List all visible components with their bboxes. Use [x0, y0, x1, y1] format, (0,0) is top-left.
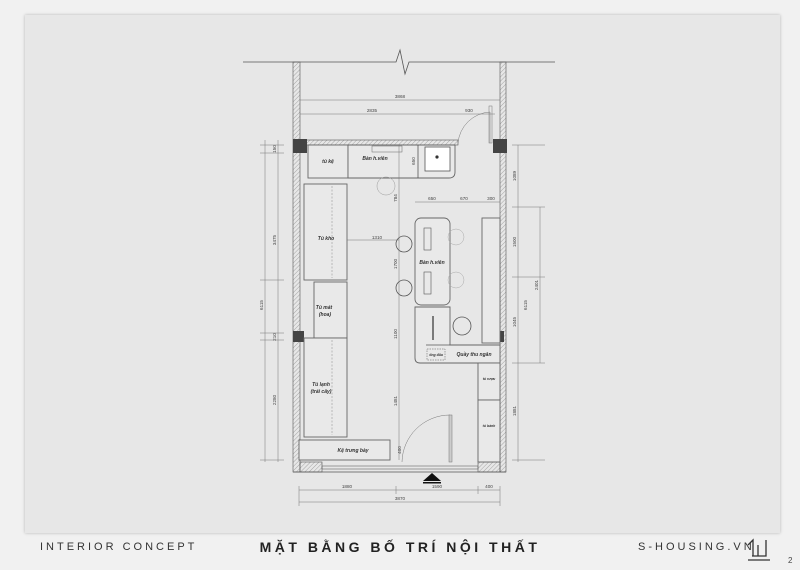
dim-bottom-400: 400 [485, 484, 493, 489]
dim-top-overall: 3868 [395, 94, 406, 99]
dim-island-670: 670 [460, 196, 468, 201]
dim-bottom-1880: 1880 [342, 484, 353, 489]
dim-inner-400: 400 [397, 446, 402, 454]
label-tu-ruou: tủ rượu [483, 377, 496, 381]
dim-top-door: 930 [465, 108, 473, 113]
stool [395, 279, 413, 297]
furniture [298, 144, 501, 463]
label-tu-lanh: Tủ lạnh [312, 382, 330, 388]
dim-inner-1700: 1700 [393, 258, 398, 269]
dim-top-left: 2835 [367, 108, 378, 113]
dim-right-1045: 1045 [512, 316, 517, 327]
brand-logo-icon [747, 538, 770, 561]
dimension-lines [260, 99, 545, 506]
sink [424, 146, 451, 172]
stool [395, 235, 413, 253]
label-tu-lanh-sub: (trái cây) [311, 389, 332, 395]
label-ban-hvien-center: Bàn h.viên [419, 260, 444, 266]
top-door [457, 111, 491, 144]
dim-right-1089: 1089 [512, 170, 517, 181]
dim-right-1881: 1881 [512, 405, 517, 416]
dim-inner-784: 784 [393, 194, 398, 202]
dim-right-2401: 2401 [534, 279, 539, 290]
page-number: 2 [788, 556, 793, 565]
stool [452, 316, 472, 336]
label-tu-mat-sub: (hoa) [319, 312, 332, 318]
drawing-sheet [25, 15, 780, 533]
brand-name: S-HOUSING.VN [638, 541, 755, 553]
label-tu-ke: tủ kệ [322, 159, 334, 165]
entrance-arrow-icon [423, 473, 441, 481]
column [293, 139, 307, 153]
dim-inner-650: 650 [411, 157, 416, 165]
dim-bottom-overall: 3870 [395, 496, 406, 501]
label-tu-banh: tủ bánh [483, 424, 496, 428]
dim-right-overall: 6115 [523, 300, 528, 310]
dim-inner-1310: 1310 [372, 235, 383, 240]
dim-left-overall: 6115 [259, 300, 264, 310]
dim-left-2280: 2280 [272, 394, 277, 405]
label-tu-mat: Tủ mát [316, 305, 333, 311]
footer-left-label: INTERIOR CONCEPT [40, 541, 198, 553]
label-ke-trung-bay: Kệ trưng bày [337, 448, 368, 454]
staff-figure [376, 176, 396, 196]
dim-left-210: 210 [272, 333, 277, 341]
dim-bottom-1590: 1590 [432, 484, 443, 489]
dim-inner-1481: 1481 [393, 395, 398, 406]
dim-inner-1100: 1100 [393, 329, 398, 339]
page-title: MẶT BẰNG BỐ TRÍ NỘI THẤT [259, 539, 541, 555]
dim-island-300: 300 [487, 196, 495, 201]
entrance-door [401, 414, 451, 463]
label-ban-hvien-top: Bàn h.viên [362, 156, 387, 162]
label-tu-kho: Tủ kho [318, 236, 334, 242]
dim-island-650: 650 [428, 196, 436, 201]
dim-right-1500: 1500 [512, 236, 517, 247]
dim-left-3475: 3475 [272, 234, 277, 245]
column [493, 139, 507, 153]
break-line [243, 48, 555, 76]
label-ong-dua: ống đũa [429, 353, 443, 357]
label-quay-thu-ngan: Quầy thu ngân [457, 352, 492, 358]
column [293, 331, 304, 342]
dim-left-150: 150 [272, 145, 277, 153]
